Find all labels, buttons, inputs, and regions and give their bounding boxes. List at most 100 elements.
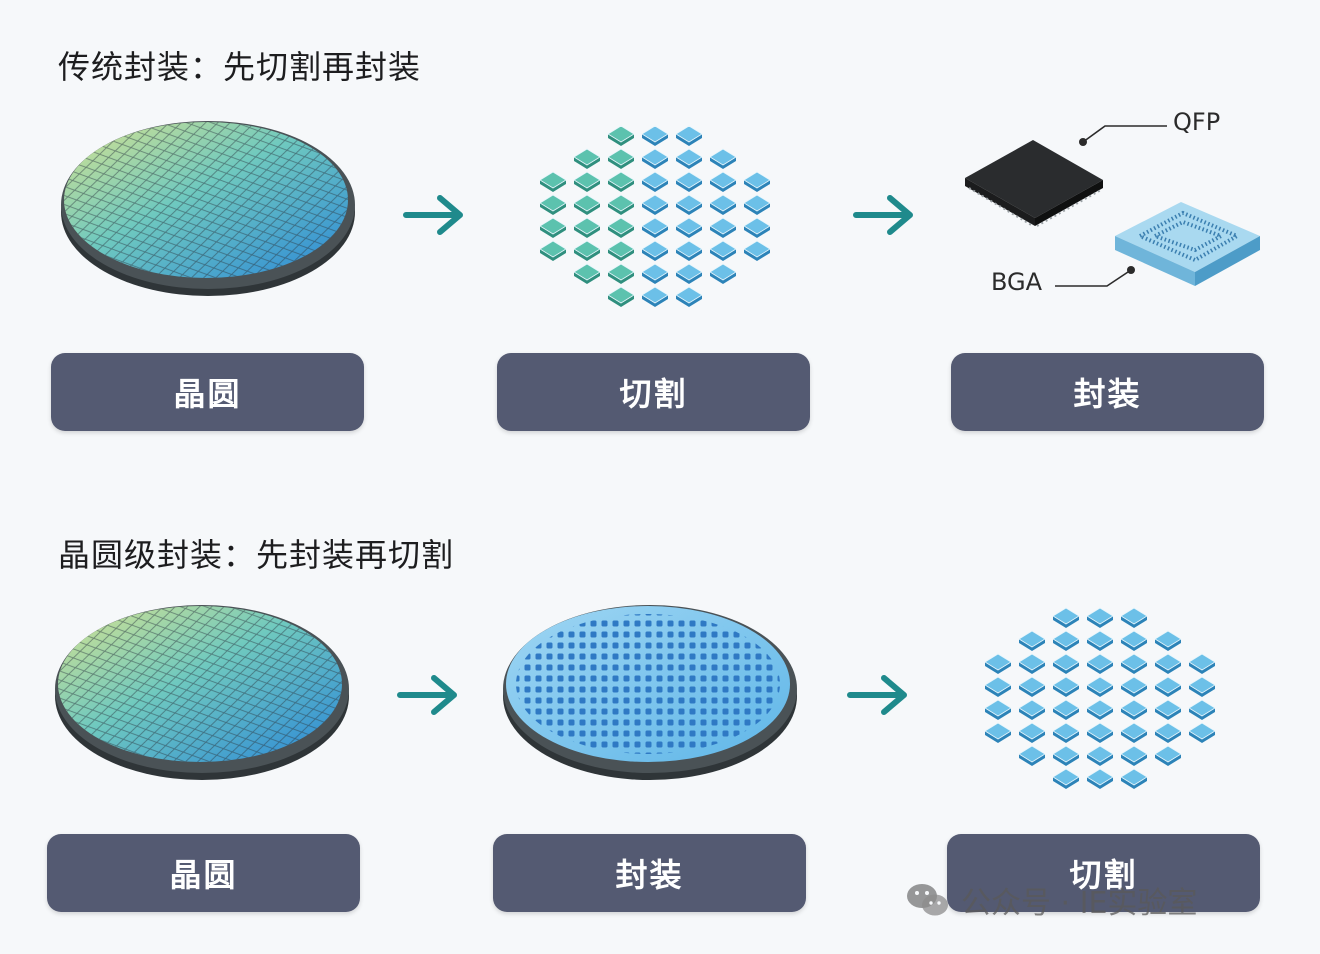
die-chip bbox=[539, 171, 567, 192]
die-chip bbox=[573, 217, 601, 238]
die-chip bbox=[539, 217, 567, 238]
die-chip bbox=[743, 240, 771, 261]
die-chip bbox=[573, 171, 601, 192]
die-chip bbox=[984, 676, 1012, 697]
step-label-packaging: 封装 bbox=[493, 834, 806, 912]
arrow-right-icon bbox=[397, 675, 457, 715]
step-label-wafer: 晶圆 bbox=[51, 353, 364, 431]
die-chip bbox=[539, 240, 567, 261]
die-chip bbox=[743, 171, 771, 192]
die-chip bbox=[709, 171, 737, 192]
qfp-chip-icon bbox=[965, 140, 1103, 227]
die-chip bbox=[743, 217, 771, 238]
die-chip bbox=[539, 194, 567, 215]
die-chip bbox=[607, 217, 635, 238]
die-chip bbox=[709, 217, 737, 238]
die-chip bbox=[675, 194, 703, 215]
die-chip bbox=[984, 653, 1012, 674]
arrow-right-icon bbox=[403, 195, 463, 235]
die-chip bbox=[641, 148, 669, 169]
die-chip bbox=[1188, 653, 1216, 674]
die-chip bbox=[1018, 653, 1046, 674]
die-chip bbox=[1120, 630, 1148, 651]
die-chip bbox=[1052, 676, 1080, 697]
die-chip bbox=[607, 194, 635, 215]
die-chip bbox=[607, 171, 635, 192]
die-chip bbox=[1018, 676, 1046, 697]
die-chip bbox=[675, 263, 703, 284]
die-chip bbox=[1052, 768, 1080, 789]
die-chip bbox=[1052, 607, 1080, 628]
die-chip bbox=[1154, 653, 1182, 674]
bga-label: BGA bbox=[991, 268, 1043, 296]
die-chip bbox=[1086, 630, 1114, 651]
section-title-traditional: 传统封装：先切割再封装 bbox=[58, 48, 422, 86]
die-chip bbox=[1052, 745, 1080, 766]
watermark: 公众号 · IE实验室 bbox=[905, 878, 1197, 922]
die-chip bbox=[1018, 745, 1046, 766]
die-chip bbox=[1188, 676, 1216, 697]
die-chip bbox=[1018, 722, 1046, 743]
die-chip bbox=[1154, 722, 1182, 743]
diced-dies-illustration bbox=[520, 118, 790, 308]
packaged-chips-illustration: QFP BGA bbox=[955, 108, 1275, 308]
die-chip bbox=[1052, 630, 1080, 651]
step-label-wafer: 晶圆 bbox=[47, 834, 360, 912]
die-chip bbox=[675, 125, 703, 146]
die-chip bbox=[1120, 722, 1148, 743]
die-chip bbox=[1086, 745, 1114, 766]
step-label-dicing: 切割 bbox=[497, 353, 810, 431]
die-chip bbox=[607, 263, 635, 284]
die-chip bbox=[573, 194, 601, 215]
bga-chip-icon bbox=[1115, 202, 1260, 286]
die-chip bbox=[1052, 699, 1080, 720]
packaged-wafer-illustration bbox=[500, 596, 800, 786]
diced-chips-illustration bbox=[965, 600, 1235, 790]
die-chip bbox=[641, 240, 669, 261]
die-chip bbox=[641, 286, 669, 307]
step-label-packaging: 封装 bbox=[951, 353, 1264, 431]
die-chip bbox=[1086, 676, 1114, 697]
die-chip bbox=[641, 125, 669, 146]
die-chip bbox=[607, 148, 635, 169]
die-chip bbox=[641, 194, 669, 215]
die-chip bbox=[1188, 699, 1216, 720]
arrow-right-icon bbox=[847, 675, 907, 715]
die-chip bbox=[709, 263, 737, 284]
die-chip bbox=[1120, 768, 1148, 789]
die-chip bbox=[1154, 745, 1182, 766]
die-chip bbox=[573, 263, 601, 284]
die-chip bbox=[1120, 676, 1148, 697]
die-chip bbox=[743, 194, 771, 215]
die-chip bbox=[1086, 607, 1114, 628]
die-chip bbox=[709, 194, 737, 215]
die-chip bbox=[1154, 630, 1182, 651]
die-chip bbox=[573, 240, 601, 261]
qfp-label: QFP bbox=[1173, 108, 1221, 136]
die-chip bbox=[675, 286, 703, 307]
arrow-right-icon bbox=[853, 195, 913, 235]
die-chip bbox=[1154, 676, 1182, 697]
die-chip bbox=[709, 240, 737, 261]
die-chip bbox=[573, 148, 601, 169]
die-chip bbox=[984, 699, 1012, 720]
die-chip bbox=[607, 125, 635, 146]
wechat-icon bbox=[907, 884, 948, 916]
watermark-text: 公众号 · IE实验室 bbox=[961, 886, 1198, 921]
die-chip bbox=[1188, 722, 1216, 743]
section-title-wafer-level: 晶圆级封装：先封装再切割 bbox=[58, 536, 455, 574]
die-chip bbox=[1086, 722, 1114, 743]
die-chip bbox=[1018, 630, 1046, 651]
die-chip bbox=[1154, 699, 1182, 720]
die-chip bbox=[1086, 653, 1114, 674]
wafer-illustration bbox=[58, 112, 358, 302]
die-chip bbox=[1086, 699, 1114, 720]
die-chip bbox=[675, 240, 703, 261]
die-chip bbox=[641, 263, 669, 284]
die-chip bbox=[1120, 607, 1148, 628]
die-chip bbox=[1120, 699, 1148, 720]
die-chip bbox=[1120, 653, 1148, 674]
die-chip bbox=[1086, 768, 1114, 789]
die-chip bbox=[1052, 653, 1080, 674]
wafer-illustration bbox=[52, 596, 352, 786]
